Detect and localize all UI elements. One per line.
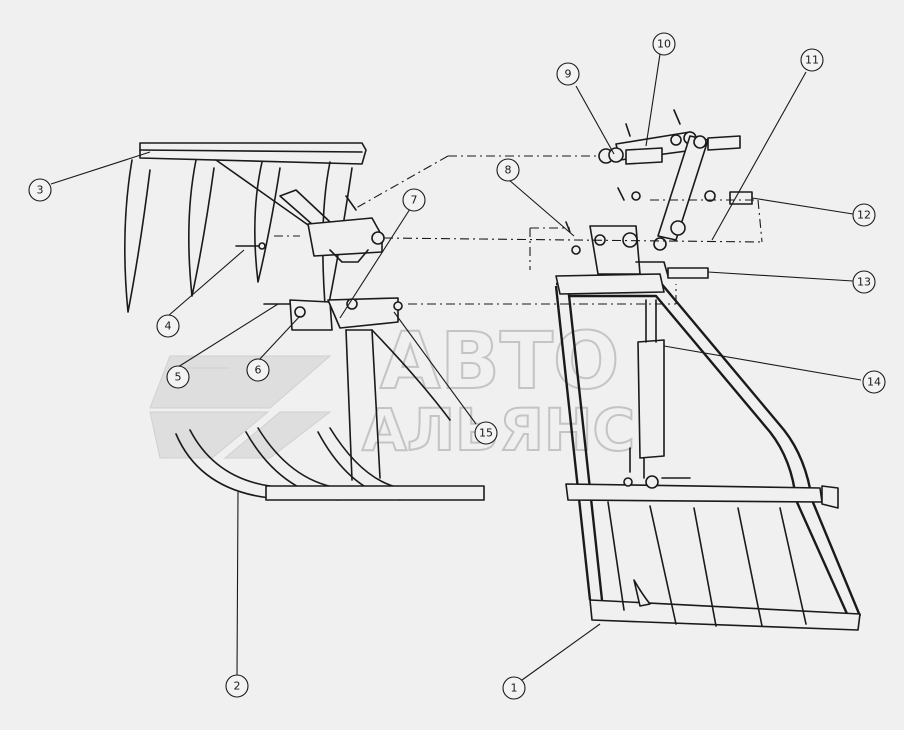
- svg-text:1: 1: [511, 682, 518, 695]
- watermark-line1: АВТО: [380, 317, 619, 407]
- svg-text:9: 9: [565, 68, 572, 81]
- callout-10: 10: [652, 32, 676, 56]
- svg-text:7: 7: [411, 194, 418, 207]
- svg-text:11: 11: [805, 54, 819, 67]
- svg-text:14: 14: [867, 376, 881, 389]
- lower-grab-assembly: [175, 242, 485, 501]
- svg-text:3: 3: [37, 184, 44, 197]
- upper-linkage: [565, 109, 753, 279]
- watermark-line2: АЛЬЯНС: [362, 396, 635, 464]
- alignment-lines: [264, 155, 763, 305]
- callout-6: 6: [246, 358, 270, 382]
- upper-grab-tines: [124, 142, 385, 319]
- svg-text:10: 10: [657, 38, 671, 51]
- svg-text:6: 6: [255, 364, 262, 377]
- callout-5: 5: [166, 365, 190, 389]
- callouts: 1 2 3 4 5 6 7 8 9 10 11 12 13 14 15: [28, 32, 886, 700]
- callout-11: 11: [800, 48, 824, 72]
- callout-15: 15: [474, 421, 498, 445]
- callout-3: 3: [28, 178, 52, 202]
- hydraulic-cylinder: [623, 299, 691, 489]
- callout-13: 13: [852, 270, 876, 294]
- watermark-logo: АВТО АЛЬЯНС: [149, 316, 636, 465]
- callout-2: 2: [225, 674, 249, 698]
- svg-text:8: 8: [505, 164, 512, 177]
- main-frame: [554, 225, 862, 631]
- svg-text:12: 12: [857, 209, 871, 222]
- callout-4: 4: [156, 314, 180, 338]
- watermark-emblem: [149, 355, 332, 459]
- svg-text:5: 5: [175, 371, 182, 384]
- svg-text:2: 2: [234, 680, 241, 693]
- leader-lines: [50, 53, 862, 681]
- callout-7: 7: [402, 188, 426, 212]
- svg-text:4: 4: [165, 320, 172, 333]
- callout-14: 14: [862, 370, 886, 394]
- callout-9: 9: [556, 62, 580, 86]
- callout-12: 12: [852, 203, 876, 227]
- svg-text:13: 13: [857, 276, 871, 289]
- callout-1: 1: [502, 676, 526, 700]
- callout-8: 8: [496, 158, 520, 182]
- svg-text:15: 15: [479, 427, 493, 440]
